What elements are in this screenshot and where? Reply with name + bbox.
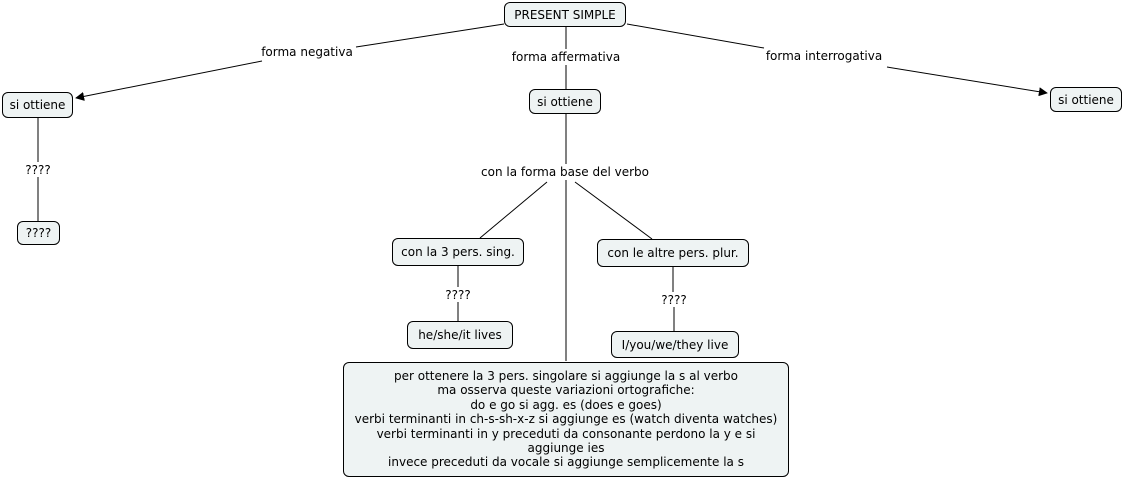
node-i-you-we-they-live[interactable]: I/you/we/they live bbox=[611, 331, 739, 358]
note-line: aggiunge ies bbox=[527, 441, 605, 456]
note-line: invece preceduti da vocale si aggiunge s… bbox=[388, 455, 744, 470]
link-qmarks-plur: ???? bbox=[660, 293, 688, 307]
link-forma-affermativa: forma affermativa bbox=[510, 50, 622, 64]
note-line: do e go si agg. es (does e goes) bbox=[470, 397, 662, 412]
node-note-spelling-rules[interactable]: per ottenere la 3 pers. singolare si agg… bbox=[343, 362, 789, 477]
node-si-ottiene-center[interactable]: si ottiene bbox=[529, 89, 601, 114]
line-negativa-left bbox=[75, 60, 263, 101]
link-forma-interrogativa: forma interrogativa bbox=[764, 49, 884, 63]
line-root-negativa bbox=[355, 23, 505, 48]
line-root-interrogativa bbox=[626, 23, 765, 49]
link-forma-negativa: forma negativa bbox=[260, 45, 354, 59]
note-line: per ottenere la 3 pers. singolare si agg… bbox=[393, 369, 738, 383]
link-qmarks-left: ???? bbox=[24, 163, 52, 177]
root-node-present-simple[interactable]: PRESENT SIMPLE bbox=[504, 2, 626, 27]
note-line: verbi terminanti in ch-s-sh-x-z si aggiu… bbox=[354, 412, 778, 427]
line-base-plur bbox=[574, 181, 653, 240]
node-terza-pers-sing[interactable]: con la 3 pers. sing. bbox=[392, 238, 524, 266]
link-qmarks-sing: ???? bbox=[444, 288, 472, 302]
node-qmarks-box[interactable]: ???? bbox=[17, 221, 60, 245]
note-line: ma osserva queste variazioni ortografich… bbox=[437, 383, 695, 398]
line-interrogativa-right bbox=[886, 66, 1048, 97]
node-si-ottiene-right[interactable]: si ottiene bbox=[1050, 87, 1122, 112]
link-con-forma-base: con la forma base del verbo bbox=[480, 165, 650, 179]
node-si-ottiene-left[interactable]: si ottiene bbox=[2, 92, 73, 118]
line-base-sing bbox=[479, 181, 548, 239]
node-altre-pers-plur[interactable]: con le altre pers. plur. bbox=[597, 239, 749, 267]
node-he-she-it-lives[interactable]: he/she/it lives bbox=[407, 321, 513, 349]
note-line: verbi terminanti in y preceduti da conso… bbox=[376, 426, 756, 441]
